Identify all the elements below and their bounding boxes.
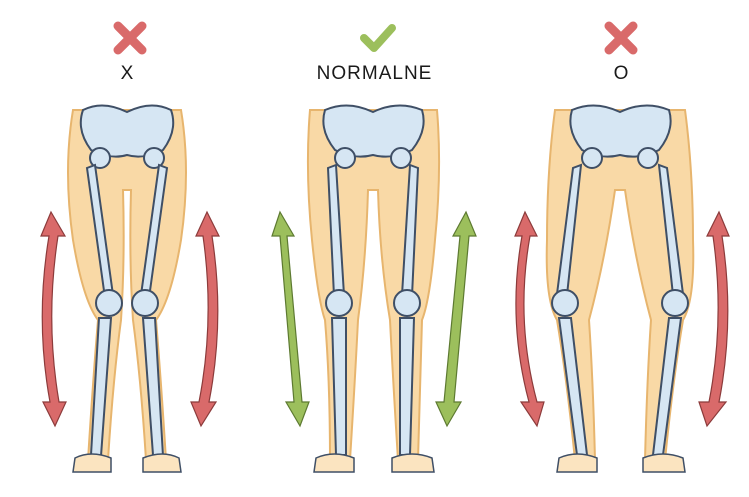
skin-silhouette — [67, 109, 187, 461]
x-mark-icon — [113, 21, 147, 55]
normal-legs-illustration — [271, 104, 477, 473]
panel-normal-label: NORMALNE — [316, 63, 433, 84]
feet — [313, 453, 435, 473]
pelvis — [79, 104, 175, 169]
o-legs-illustration — [514, 104, 730, 473]
feet — [72, 453, 182, 473]
feet — [556, 453, 686, 473]
leg-bones — [85, 163, 169, 458]
panel-x-knees: X — [3, 0, 252, 497]
x-mark-icon — [604, 21, 638, 55]
pelvis — [569, 104, 672, 169]
red-arrow-left — [514, 210, 545, 428]
green-arrow-left — [271, 210, 310, 428]
panel-normal: NORMALNE — [250, 0, 499, 497]
x-legs-illustration — [40, 104, 220, 473]
leg-bones — [325, 163, 421, 456]
skin-silhouette — [306, 109, 441, 461]
pelvis — [322, 104, 425, 169]
panel-x-label: X — [120, 63, 135, 84]
panel-o-legs: O — [497, 0, 746, 497]
green-arrow-right — [435, 210, 477, 428]
red-arrow-right — [190, 210, 220, 428]
check-mark-icon — [360, 24, 396, 52]
red-arrow-left — [40, 210, 67, 428]
red-arrow-right — [698, 210, 730, 428]
leg-bones — [551, 163, 689, 456]
panel-o-label: O — [613, 63, 630, 84]
